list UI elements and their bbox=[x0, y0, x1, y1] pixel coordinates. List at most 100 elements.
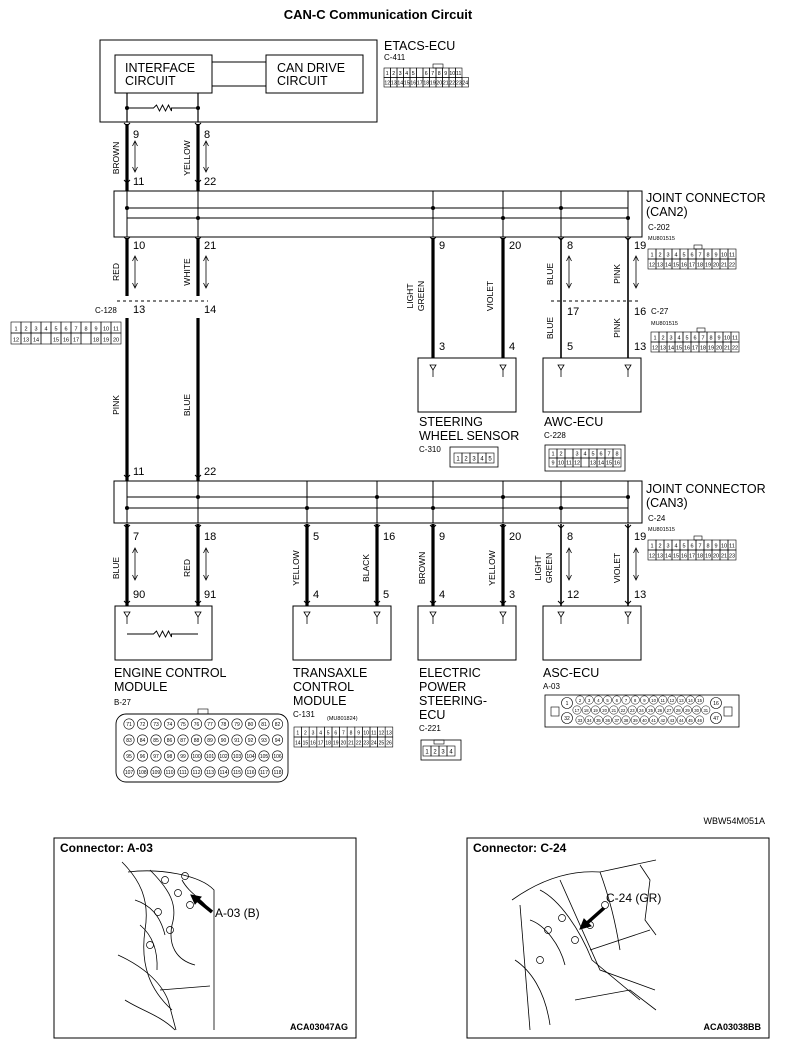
connector-pin-number: 2 bbox=[658, 253, 661, 259]
connector-pin-number: 14 bbox=[397, 81, 403, 87]
engine-bay-outline bbox=[159, 985, 211, 991]
connector-pin bbox=[639, 695, 649, 705]
connector-pin bbox=[150, 718, 162, 730]
connector-pin-number: 18 bbox=[93, 338, 99, 344]
steering-wheel-sensor-label: STEERING bbox=[419, 415, 483, 429]
connector-pin-number: 7 bbox=[431, 71, 434, 77]
connector-pin-number: 20 bbox=[602, 708, 607, 713]
connector-pin-number: 4 bbox=[405, 71, 408, 77]
connector-pin-number: 91 bbox=[234, 738, 240, 744]
connector-pin-number: 38 bbox=[624, 718, 629, 723]
junction-dot-icon bbox=[305, 506, 309, 510]
connector-pin-number: 11 bbox=[456, 71, 461, 77]
connector-pin-number: 4 bbox=[677, 336, 680, 342]
pin-number: 22 bbox=[204, 176, 216, 188]
pin-mark-icon bbox=[429, 524, 437, 529]
connector-pin-number: 99 bbox=[180, 754, 186, 760]
connector-pin-number: 108 bbox=[138, 770, 147, 776]
connector-pin-number: 23 bbox=[630, 708, 635, 713]
terminal-triangle-icon bbox=[429, 364, 437, 371]
connector-pin-number: 8 bbox=[634, 698, 637, 703]
wire-color-label: WHITE bbox=[182, 258, 192, 286]
connector-pin-number: 81 bbox=[261, 722, 267, 728]
arrowhead-icon bbox=[132, 547, 138, 554]
pin-mark-icon bbox=[123, 524, 131, 529]
pin-mark-icon bbox=[194, 122, 202, 127]
connector-pin bbox=[123, 718, 135, 730]
connector-cell bbox=[727, 258, 737, 270]
terminating-resistor-icon bbox=[127, 629, 198, 639]
connector-pin-number: 1 bbox=[551, 452, 554, 458]
connector-pin-number: 115 bbox=[233, 770, 241, 776]
connector-pin bbox=[245, 750, 257, 762]
connector-pin-number: 5 bbox=[591, 452, 594, 458]
eps-ecu-label: ECU bbox=[419, 708, 445, 722]
connector-pin-number: 3 bbox=[399, 71, 402, 77]
connector-pin bbox=[572, 705, 582, 715]
pin-number: 9 bbox=[439, 531, 445, 543]
dashboard-outline bbox=[574, 989, 657, 1011]
connector-pin-number: 11 bbox=[729, 544, 735, 550]
connector-pin-number: 11 bbox=[729, 253, 735, 259]
connector-id-b27: B-27 bbox=[114, 698, 131, 707]
labels: CAN-C Communication CircuitINTERFACECIRC… bbox=[95, 7, 766, 826]
joint-connector-can3-box bbox=[113, 480, 643, 524]
connector-pin bbox=[676, 715, 686, 725]
connector-cell bbox=[110, 332, 122, 345]
pin-number: 9 bbox=[439, 240, 445, 252]
pin-mark-icon bbox=[123, 179, 131, 184]
pin-number: 90 bbox=[133, 589, 145, 601]
connector-pin-number: 15 bbox=[53, 338, 59, 344]
connector-pin-number: 19 bbox=[593, 708, 598, 713]
pin-mark-icon bbox=[624, 524, 632, 529]
pin-mark-icon bbox=[123, 122, 131, 127]
connector-pin-number: 87 bbox=[180, 738, 186, 744]
connector-pin-number: 104 bbox=[246, 754, 255, 760]
engine-control-module-label: ENGINE CONTROL bbox=[114, 666, 227, 680]
dashboard-outline bbox=[559, 879, 656, 991]
connector-pin-number: 89 bbox=[207, 738, 213, 744]
joint-connector-can2-box bbox=[113, 190, 643, 238]
connector-pin-number: 4 bbox=[44, 327, 47, 333]
connector-pin-number: 2 bbox=[559, 452, 562, 458]
arrowhead-icon bbox=[633, 547, 639, 554]
component-detail bbox=[181, 872, 189, 880]
connector-pin-number: 8 bbox=[615, 452, 618, 458]
connector-pin-number: 24 bbox=[462, 81, 468, 87]
connector-pin-number: 16 bbox=[310, 741, 316, 747]
connector-pin-number: 20 bbox=[113, 338, 119, 344]
pin-mark-icon bbox=[373, 524, 381, 529]
junction-dot-icon bbox=[196, 106, 200, 110]
arrowhead-icon bbox=[132, 574, 138, 581]
connector-pin-number: 43 bbox=[670, 718, 675, 723]
connector-pin bbox=[695, 715, 705, 725]
pin-number: 4 bbox=[439, 589, 445, 601]
connector-pin bbox=[177, 766, 189, 778]
connector-pin bbox=[649, 695, 659, 705]
connector-pin-number: 8 bbox=[709, 336, 712, 342]
connector-pin-number: 15 bbox=[697, 698, 702, 703]
connector-pin-number: 33 bbox=[578, 718, 583, 723]
connector-pin-number: 79 bbox=[234, 722, 240, 728]
dashboard-outline bbox=[519, 904, 531, 1031]
connector-pin-number: 20 bbox=[341, 741, 347, 747]
connector-pin bbox=[667, 695, 677, 705]
connector-pin-number: 19 bbox=[708, 346, 714, 352]
pin-mark-icon bbox=[194, 524, 202, 529]
connector-pin-number: 1 bbox=[14, 327, 17, 333]
connector-pin-number: 17 bbox=[73, 338, 79, 344]
connector-pin-number: 75 bbox=[180, 722, 186, 728]
panel-image-code: ACA03047AG bbox=[290, 1022, 348, 1032]
connector-pin bbox=[664, 705, 674, 715]
connector-pin-number: 13 bbox=[657, 554, 663, 560]
steering-wheel-sensor-box bbox=[417, 357, 517, 413]
connector-pin-number: 1 bbox=[650, 544, 653, 550]
interface-circuit-box bbox=[114, 54, 213, 94]
connector-pin-number: 12 bbox=[649, 263, 655, 269]
connector-pin-number: 21 bbox=[724, 346, 730, 352]
component-detail bbox=[161, 876, 169, 884]
